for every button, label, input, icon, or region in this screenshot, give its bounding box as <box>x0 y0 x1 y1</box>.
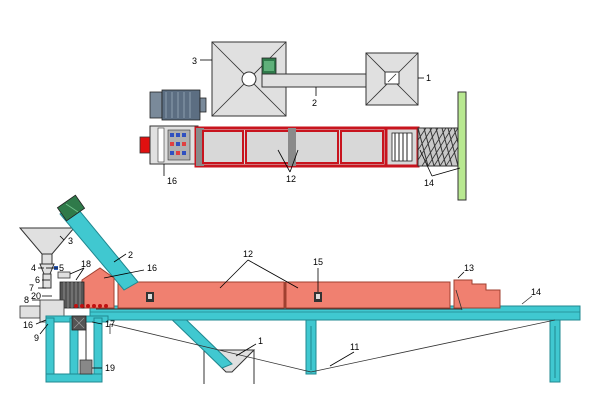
top-cooling-section <box>417 91 467 201</box>
top-view: 3 1 2 16 12 14 <box>139 41 467 201</box>
top-label-cooling: 14 <box>424 178 434 188</box>
side-label-motor: 19 <box>105 363 115 373</box>
top-label-conveyor: 2 <box>312 98 317 108</box>
top-hopper-small <box>365 52 419 106</box>
side-label-8: 8 <box>24 295 29 305</box>
side-label-main-frame: 11 <box>350 342 359 352</box>
side-label-17: 17 <box>105 319 115 329</box>
side-label-screw-feeder: 2 <box>128 250 133 260</box>
side-feed-hopper <box>18 227 76 289</box>
top-label-motor-unit: 16 <box>167 176 177 186</box>
side-left-stand <box>19 299 109 383</box>
side-label-9: 9 <box>34 333 39 343</box>
side-label-lower-hopper: 1 <box>258 336 263 346</box>
side-label-20: 20 <box>31 291 41 301</box>
side-main-frame <box>89 305 581 383</box>
side-screw-feeder <box>56 194 139 291</box>
side-label-discharge: 14 <box>531 287 541 297</box>
side-label-5: 5 <box>59 263 64 273</box>
side-label-7: 7 <box>29 283 34 293</box>
top-label-hopper-large: 3 <box>192 56 197 66</box>
side-label-18: 18 <box>81 259 91 269</box>
top-furnace <box>194 126 420 168</box>
side-label-exit-hood: 13 <box>464 263 474 273</box>
top-feeder-unit <box>139 125 199 165</box>
top-label-hopper-small: 1 <box>426 73 431 83</box>
side-view: 3 2 16 12 15 13 14 1 11 19 4 5 6 7 20 8 … <box>18 194 581 384</box>
side-label-furnace: 12 <box>243 249 253 259</box>
side-label-4: 4 <box>31 263 36 273</box>
top-label-furnace: 12 <box>286 174 296 184</box>
side-exit-hood <box>453 279 501 309</box>
side-discharge <box>521 295 533 305</box>
side-sensors <box>146 292 322 302</box>
side-label-sensor: 15 <box>313 257 323 267</box>
side-furnace <box>117 281 451 309</box>
side-label-feed-hopper: 3 <box>68 236 73 246</box>
side-view-leaders <box>32 235 465 369</box>
top-motor <box>149 89 207 121</box>
side-label-16b: 16 <box>23 320 33 330</box>
top-view-leaders <box>163 59 461 177</box>
side-label-feeder-body: 16 <box>147 263 157 273</box>
top-conveyor <box>261 73 367 88</box>
side-label-6: 6 <box>35 275 40 285</box>
